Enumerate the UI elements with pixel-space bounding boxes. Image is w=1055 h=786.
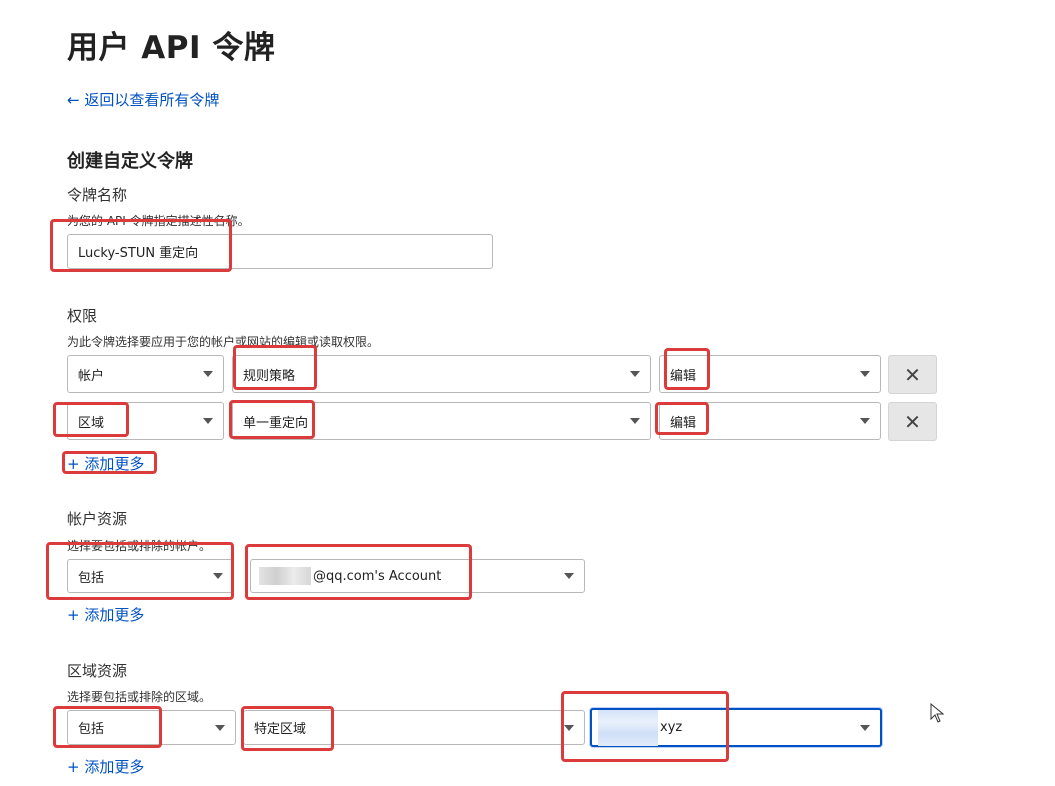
close-icon: ✕	[904, 409, 921, 434]
caret-down-icon	[564, 573, 574, 579]
select-value: 区域	[78, 415, 105, 431]
account-include-select[interactable]: 包括	[67, 559, 234, 593]
highlight-box	[655, 402, 709, 435]
select-value: 特定区域	[254, 722, 307, 737]
remove-permission-button[interactable]: ✕	[888, 355, 937, 394]
account-resources-label: 帐户资源	[67, 510, 128, 528]
caret-down-icon	[213, 573, 223, 579]
permission-item-select[interactable]: 规则策略	[232, 355, 651, 393]
back-to-tokens-link[interactable]: ← 返回以查看所有令牌	[67, 91, 220, 109]
page-title: 用户 API 令牌	[67, 30, 276, 66]
caret-down-icon	[630, 418, 640, 424]
permission-scope-select[interactable]: 帐户	[67, 355, 224, 393]
highlight-box	[46, 542, 234, 600]
permission-item-select[interactable]: 单一重定向	[232, 402, 651, 440]
add-zone-resource-link[interactable]: + 添加更多	[67, 758, 145, 776]
highlight-box	[50, 219, 232, 272]
caret-down-icon	[630, 371, 640, 377]
add-account-resource-link[interactable]: + 添加更多	[67, 606, 145, 624]
permissions-help: 为此令牌选择要应用于您的帐户或网站的编辑或读取权限。	[67, 335, 380, 349]
highlight-box	[233, 345, 317, 390]
highlight-box	[245, 544, 472, 600]
select-value: @qq.com's Account	[313, 568, 442, 584]
account-select[interactable]: @qq.com's Account	[250, 559, 585, 593]
token-name-label: 令牌名称	[67, 186, 128, 204]
permission-scope-select[interactable]: 区域	[67, 402, 224, 440]
remove-permission-button[interactable]: ✕	[888, 402, 937, 441]
mouse-cursor-icon	[930, 702, 945, 728]
caret-down-icon	[860, 724, 870, 731]
highlight-box	[664, 348, 710, 390]
caret-down-icon	[860, 371, 870, 377]
select-value: 编辑	[670, 415, 697, 431]
select-value: 包括	[78, 722, 105, 737]
zone-include-select[interactable]: 包括	[67, 710, 236, 745]
zone-resources-help: 选择要包括或排除的区域。	[67, 690, 212, 704]
caret-down-icon	[860, 418, 870, 424]
token-name-input[interactable]: Lucky-STUN 重定向	[67, 234, 493, 269]
zone-type-select[interactable]: 特定区域	[243, 710, 585, 745]
zone-select[interactable]: xyz	[590, 708, 882, 747]
highlight-box	[241, 706, 334, 751]
zone-resources-label: 区域资源	[67, 662, 128, 680]
select-value: 编辑	[670, 368, 697, 384]
token-name-value: Lucky-STUN 重定向	[78, 246, 199, 261]
highlight-box	[561, 691, 729, 762]
section-title: 创建自定义令牌	[67, 151, 193, 172]
select-value: 包括	[78, 570, 105, 586]
highlight-box	[53, 706, 162, 748]
add-permission-link[interactable]: + 添加更多	[67, 455, 145, 473]
permission-access-select[interactable]: 编辑	[659, 355, 881, 393]
caret-down-icon	[203, 371, 213, 377]
redacted-zone-name	[598, 709, 658, 746]
highlight-box	[62, 451, 157, 474]
permissions-label: 权限	[67, 307, 98, 325]
caret-down-icon	[564, 724, 574, 731]
select-value: 规则策略	[243, 368, 296, 384]
caret-down-icon	[215, 724, 225, 731]
caret-down-icon	[203, 418, 213, 424]
highlight-box	[53, 402, 129, 437]
select-value: xyz	[660, 720, 683, 735]
close-icon: ✕	[904, 362, 921, 387]
redacted-email	[259, 567, 311, 585]
highlight-box	[229, 400, 315, 439]
select-value: 单一重定向	[243, 415, 309, 431]
select-value: 帐户	[78, 368, 105, 384]
